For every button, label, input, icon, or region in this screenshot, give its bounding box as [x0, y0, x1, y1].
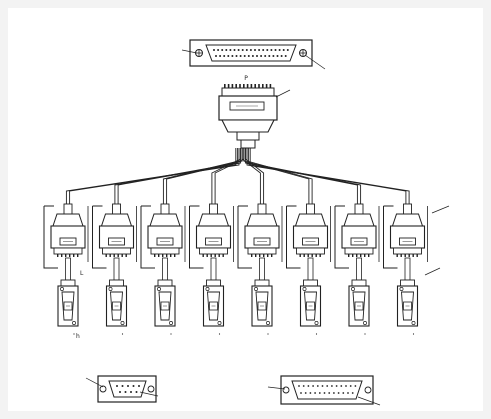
branch-8	[383, 203, 428, 335]
db9-left-screw-icon	[99, 385, 107, 393]
first-tail-letter: h	[76, 333, 80, 340]
main-plug: P	[218, 75, 291, 149]
db25-connector	[267, 375, 381, 406]
first-branch-letter: L	[80, 270, 84, 277]
branch-assemblies	[43, 203, 428, 335]
main-plug-pins	[224, 84, 272, 88]
db9-pins	[116, 385, 140, 393]
db25-left-screw-icon	[282, 386, 290, 394]
fanout-cables	[65, 148, 410, 204]
branch-1	[43, 203, 89, 335]
top-connector-pins	[213, 49, 289, 57]
db25-pins	[298, 385, 357, 394]
db9-right-screw-icon	[147, 385, 155, 393]
branch-3	[140, 203, 186, 335]
branch-7	[334, 203, 380, 335]
main-plug-letter: P	[244, 75, 248, 82]
branch-4	[189, 203, 234, 335]
top-connector	[181, 39, 326, 70]
branch-2	[92, 203, 137, 335]
db9-connector	[85, 375, 159, 403]
db25-right-screw-icon	[364, 386, 372, 394]
branch-6	[286, 203, 331, 335]
branch-5	[237, 203, 283, 335]
